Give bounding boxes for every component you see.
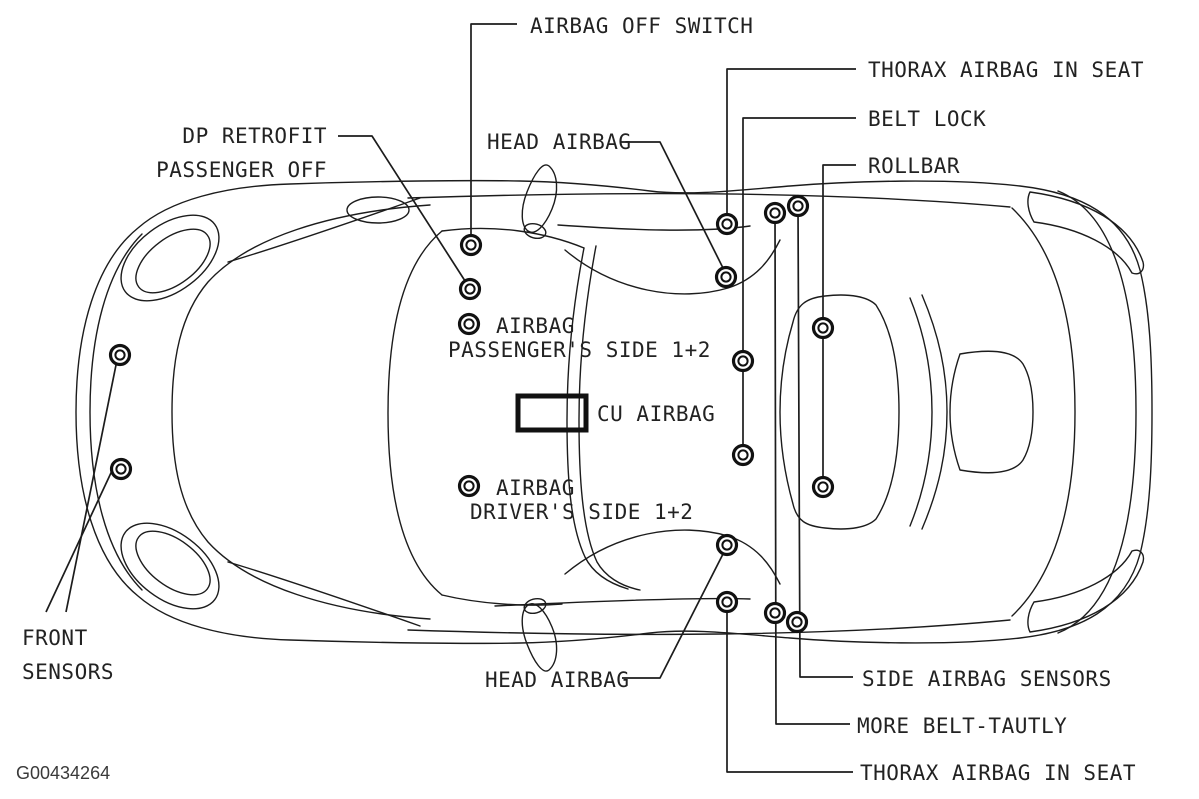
taillight-bottom [1027, 549, 1145, 633]
marker-airbag-driver-side [457, 474, 481, 498]
leader-rollbar [822, 164, 856, 484]
leader-head-airbag-bottom [622, 553, 724, 679]
marker-belt-lock-2 [731, 443, 755, 467]
label-airbag-passenger-line1: AIRBAG [496, 314, 575, 338]
leader-thorax-top [726, 68, 856, 213]
label-head-airbag-top: HEAD AIRBAG [487, 130, 632, 154]
marker-thorax-airbag-seat-1 [715, 212, 739, 236]
marker-rollbar-2 [811, 475, 835, 499]
label-dp-retrofit-line1: DP RETROFIT [182, 124, 327, 148]
mirror-bottom [521, 603, 558, 672]
label-thorax-airbag-top: THORAX AIRBAG IN SEAT [868, 58, 1144, 82]
label-airbag-off-switch: AIRBAG OFF SWITCH [530, 14, 753, 38]
taillight-top [1027, 191, 1145, 275]
leader-lines [45, 23, 856, 773]
label-head-airbag-bottom: HEAD AIRBAG [485, 668, 630, 692]
leader-head-airbag-top [620, 141, 724, 269]
marker-dp-retrofit [458, 277, 482, 301]
label-thorax-airbag-bottom: THORAX AIRBAG IN SEAT [860, 761, 1136, 785]
rollbar-compartment [779, 294, 948, 530]
label-cu-airbag: CU AIRBAG [597, 402, 715, 426]
marker-airbag-passenger-side [457, 312, 481, 336]
leader-front-sensor-1 [65, 364, 117, 613]
cowl-vent-oval [346, 196, 410, 224]
car-body-outline [75, 179, 1153, 645]
mirror-top [521, 164, 558, 233]
label-dp-retrofit-line2: PASSENGER OFF [156, 158, 327, 182]
label-side-airbag-sensors: SIDE AIRBAG SENSORS [862, 667, 1112, 691]
marker-front-sensor-1 [108, 343, 132, 367]
cu-airbag-box [515, 393, 589, 433]
label-front-sensors-line1: FRONT [22, 626, 88, 650]
marker-front-sensor-2 [109, 457, 133, 481]
marker-airbag-off-switch [459, 233, 483, 257]
marker-side-airbag-sensor-1 [786, 194, 810, 218]
label-airbag-driver-line2: DRIVER'S SIDE 1+2 [470, 500, 693, 524]
engine-vent [949, 350, 1034, 474]
leader-more-belt-tautly [774, 212, 850, 725]
marker-belt-tensioner-2 [763, 601, 787, 625]
marker-rollbar-1 [811, 316, 835, 340]
leader-airbag-off-switch [470, 23, 517, 234]
component-markers [108, 194, 835, 634]
label-more-belt-tautly: MORE BELT-TAUTLY [857, 714, 1067, 738]
cockpit [387, 227, 781, 606]
leader-front-sensor-2 [45, 459, 118, 613]
figure-id: G00434264 [16, 763, 110, 783]
marker-belt-tensioner-1 [763, 201, 787, 225]
headlights [120, 214, 220, 610]
leader-side-airbag-sensors [797, 205, 853, 678]
leader-dp-retrofit [338, 135, 468, 285]
label-belt-lock: BELT LOCK [868, 107, 986, 131]
callout-labels: AIRBAG OFF SWITCH THORAX AIRBAG IN SEAT … [16, 14, 1144, 785]
side-mirrors [521, 164, 558, 672]
label-airbag-passenger-line2: PASSENGER'S SIDE 1+2 [448, 338, 711, 362]
marker-side-airbag-sensor-2 [785, 610, 809, 634]
marker-head-airbag-1 [714, 265, 738, 289]
marker-thorax-airbag-seat-2 [715, 590, 739, 614]
leader-thorax-bottom [726, 612, 853, 773]
rear-deck-and-taillights [1011, 190, 1145, 634]
marker-belt-lock-1 [731, 349, 755, 373]
leader-belt-lock [742, 117, 856, 452]
label-front-sensors-line2: SENSORS [22, 660, 114, 684]
marker-head-airbag-2 [715, 533, 739, 557]
label-rollbar: ROLLBAR [868, 154, 960, 178]
hood-and-front-deck [171, 196, 431, 627]
label-airbag-driver-line1: AIRBAG [496, 476, 575, 500]
